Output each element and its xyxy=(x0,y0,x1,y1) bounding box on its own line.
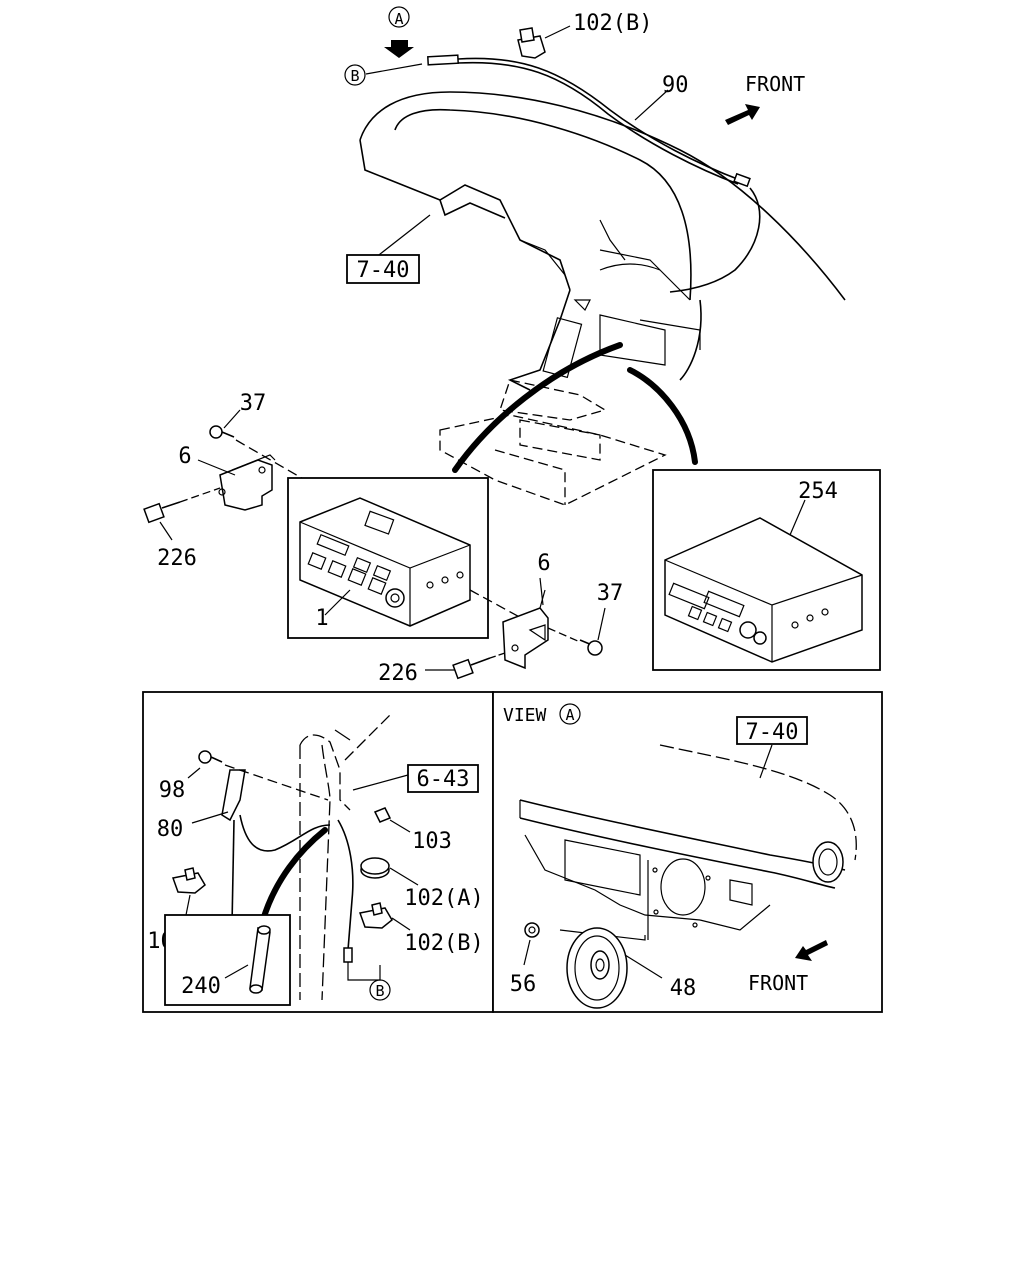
screw-98-label: 98 xyxy=(159,778,186,803)
front-top-label: FRONT xyxy=(745,72,805,96)
nut-56 xyxy=(524,922,540,938)
alt-radio-label: 254 xyxy=(798,479,838,504)
speaker-48-label: 48 xyxy=(670,976,697,1001)
dash-panel-view-label: 7-40 xyxy=(746,720,799,745)
ref-b-bottom xyxy=(369,979,391,1001)
view-a-circle-letter: A xyxy=(565,706,574,724)
bolt-226-right-label: 226 xyxy=(378,661,418,686)
rod-240 xyxy=(249,925,271,994)
bracket-right xyxy=(502,589,549,670)
pillar-ref-label: 6-43 xyxy=(417,767,470,792)
clip-102b-top: 102(B) xyxy=(517,11,652,59)
dashboard-outline xyxy=(359,91,846,506)
radio-pointer-curve xyxy=(452,342,623,473)
clip-102b-left xyxy=(172,867,206,894)
bolt-226-left-label: 226 xyxy=(157,546,197,571)
bracket-6-right-label: 6 xyxy=(537,551,550,576)
rod-pointer-curve xyxy=(260,827,328,923)
ref-b-top: B xyxy=(344,63,423,86)
clip-102a xyxy=(360,857,390,879)
speaker-48 xyxy=(566,927,628,1009)
antenna-cable-label: 90 xyxy=(662,73,689,98)
antenna-lead xyxy=(337,819,354,951)
view-a-marker: A xyxy=(384,6,414,58)
clip-103-label: 103 xyxy=(412,829,452,854)
screw-37-left xyxy=(209,425,235,439)
dash-panel-label: 7-40 xyxy=(357,258,410,283)
view-arrow-icon xyxy=(384,40,414,58)
dash-panel-view-ref-box xyxy=(736,716,808,745)
radio-unit-label: 1 xyxy=(315,606,328,631)
rod-240-label: 240 xyxy=(181,974,221,999)
antenna-cable xyxy=(427,54,761,293)
pillar-ref-box xyxy=(407,764,479,793)
nut-56-label: 56 xyxy=(510,972,537,997)
bracket-left xyxy=(218,454,276,511)
front-top-arrow-icon xyxy=(725,104,760,125)
dash-panel-ref-box xyxy=(346,254,420,284)
clip-102a-label: 102(A) xyxy=(404,886,483,911)
radio-unit xyxy=(299,497,471,627)
ref-b-bottom-letter: B xyxy=(375,982,384,1000)
antenna-80-label: 80 xyxy=(157,817,184,842)
front-bottom-label: FRONT xyxy=(748,971,808,995)
clip-102b-top-label: 102(B) xyxy=(573,11,652,36)
clip-102b-right-label: 102(B) xyxy=(404,931,483,956)
screw-37-left-label: 37 xyxy=(240,391,267,416)
alt-radio-pointer-curve xyxy=(627,367,698,465)
clip-103 xyxy=(373,807,392,823)
clip-102b-right xyxy=(359,902,393,929)
alt-radio-unit xyxy=(664,517,863,663)
bolt-226-left xyxy=(143,487,221,524)
screw-37-right-label: 37 xyxy=(597,581,624,606)
view-a-letter: A xyxy=(394,10,403,28)
bracket-6-left-label: 6 xyxy=(178,444,191,469)
front-bottom-arrow-icon xyxy=(795,940,828,961)
ref-b-top-letter: B xyxy=(350,67,359,85)
screw-98 xyxy=(198,750,223,764)
dashboard-view xyxy=(519,744,857,941)
pillar-outline xyxy=(299,714,391,1001)
screw-37-right xyxy=(547,627,603,656)
bolt-226-right xyxy=(452,652,506,680)
view-label: VIEW xyxy=(503,705,547,726)
